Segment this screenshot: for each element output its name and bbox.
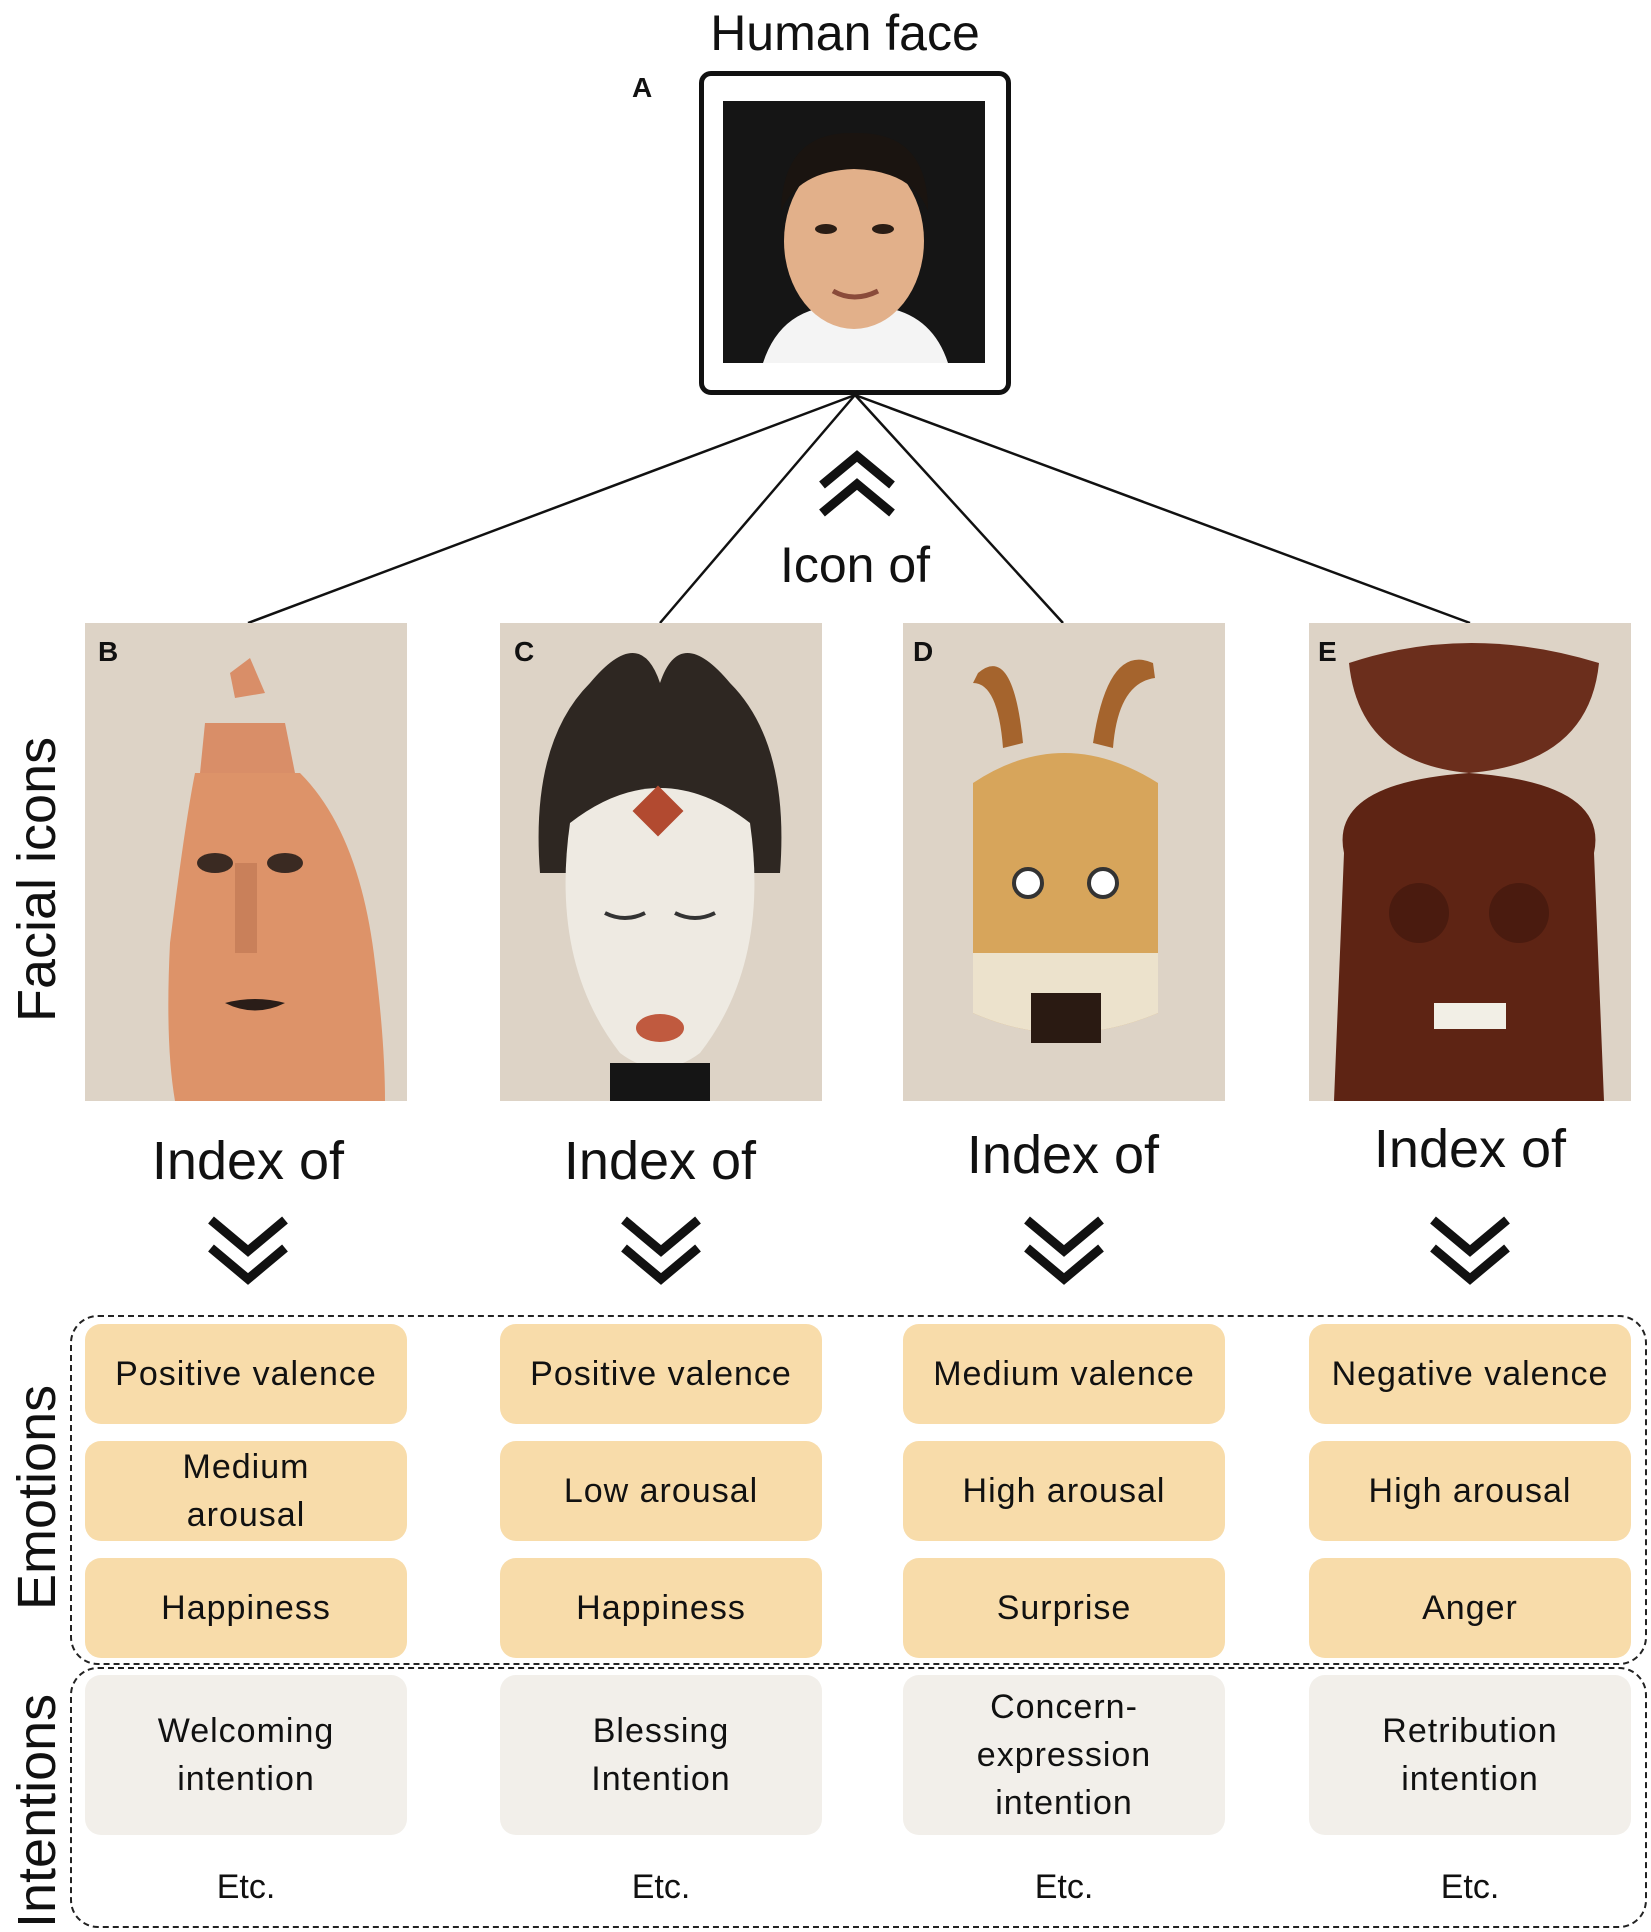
emotion-box-b-valence: Positive valence [85, 1324, 407, 1424]
side-label-emotions: Emotions [7, 1384, 67, 1610]
etc-label-b: Etc. [216, 1868, 276, 1906]
emotion-box-d-valence: Medium valence [903, 1324, 1225, 1424]
etc-label-c: Etc. [631, 1868, 691, 1906]
bowl-figure-image [1309, 623, 1631, 1101]
double-chevron-down-icon-e [1430, 1216, 1510, 1285]
emotion-box-c-valence: Positive valence [500, 1324, 822, 1424]
icon-of-label: Icon of [779, 537, 931, 593]
emotion-box-d-arousal: High arousal [903, 1441, 1225, 1541]
intention-box-c: Blessing Intention [500, 1675, 822, 1835]
etc-label-e: Etc. [1440, 1868, 1500, 1906]
connector-line-d [854, 394, 1064, 624]
human-face-title: Human face [710, 5, 980, 61]
child-face-image [723, 101, 985, 363]
side-label-facial-icons: Facial icons [7, 736, 67, 1022]
intentions-group [70, 1667, 1647, 1928]
double-chevron-down-icon-d [1024, 1216, 1104, 1285]
emotion-box-e-arousal: High arousal [1309, 1441, 1631, 1541]
panel-letter-b: B [98, 636, 119, 667]
panel-letter-d: D [913, 636, 934, 667]
emotion-box-e-emotion: Anger [1309, 1558, 1631, 1658]
emotion-box-b-emotion: Happiness [85, 1558, 407, 1658]
emotion-box-c-emotion: Happiness [500, 1558, 822, 1658]
connector-line-b [247, 393, 856, 625]
facial-icon-photo-d [903, 623, 1225, 1101]
connector-line-e [854, 393, 1471, 625]
horned-mask-image [903, 623, 1225, 1101]
index-of-label-c: Index of [563, 1131, 757, 1191]
emotion-box-c-arousal: Low arousal [500, 1441, 822, 1541]
panel-letter-e: E [1318, 636, 1337, 667]
facial-icon-photo-b [85, 623, 407, 1101]
etc-label-d: Etc. [1034, 1868, 1094, 1906]
panel-letter-c: C [514, 636, 535, 667]
index-of-label-e: Index of [1373, 1119, 1567, 1179]
emotions-group [70, 1315, 1647, 1665]
intention-box-e: Retribution intention [1309, 1675, 1631, 1835]
double-chevron-up-icon [819, 450, 895, 517]
emotion-box-e-valence: Negative valence [1309, 1324, 1631, 1424]
side-label-intentions: Intentions [7, 1693, 67, 1928]
emotion-box-b-arousal: Medium arousal [85, 1441, 407, 1541]
intention-box-b: Welcoming intention [85, 1675, 407, 1835]
white-mask-image [500, 623, 822, 1101]
facial-icon-photo-c [500, 623, 822, 1101]
panel-letter-a: A [632, 72, 653, 103]
double-chevron-down-icon-b [208, 1216, 288, 1285]
human-face-photo [723, 101, 985, 363]
intention-box-d: Concern- expression intention [903, 1675, 1225, 1835]
terracotta-figure-image [85, 623, 407, 1101]
index-of-label-d: Index of [966, 1125, 1160, 1185]
emotion-box-d-emotion: Surprise [903, 1558, 1225, 1658]
facial-icon-photo-e [1309, 623, 1631, 1101]
double-chevron-down-icon-c [621, 1216, 701, 1285]
connector-line-c [659, 394, 856, 624]
index-of-label-b: Index of [151, 1131, 345, 1191]
